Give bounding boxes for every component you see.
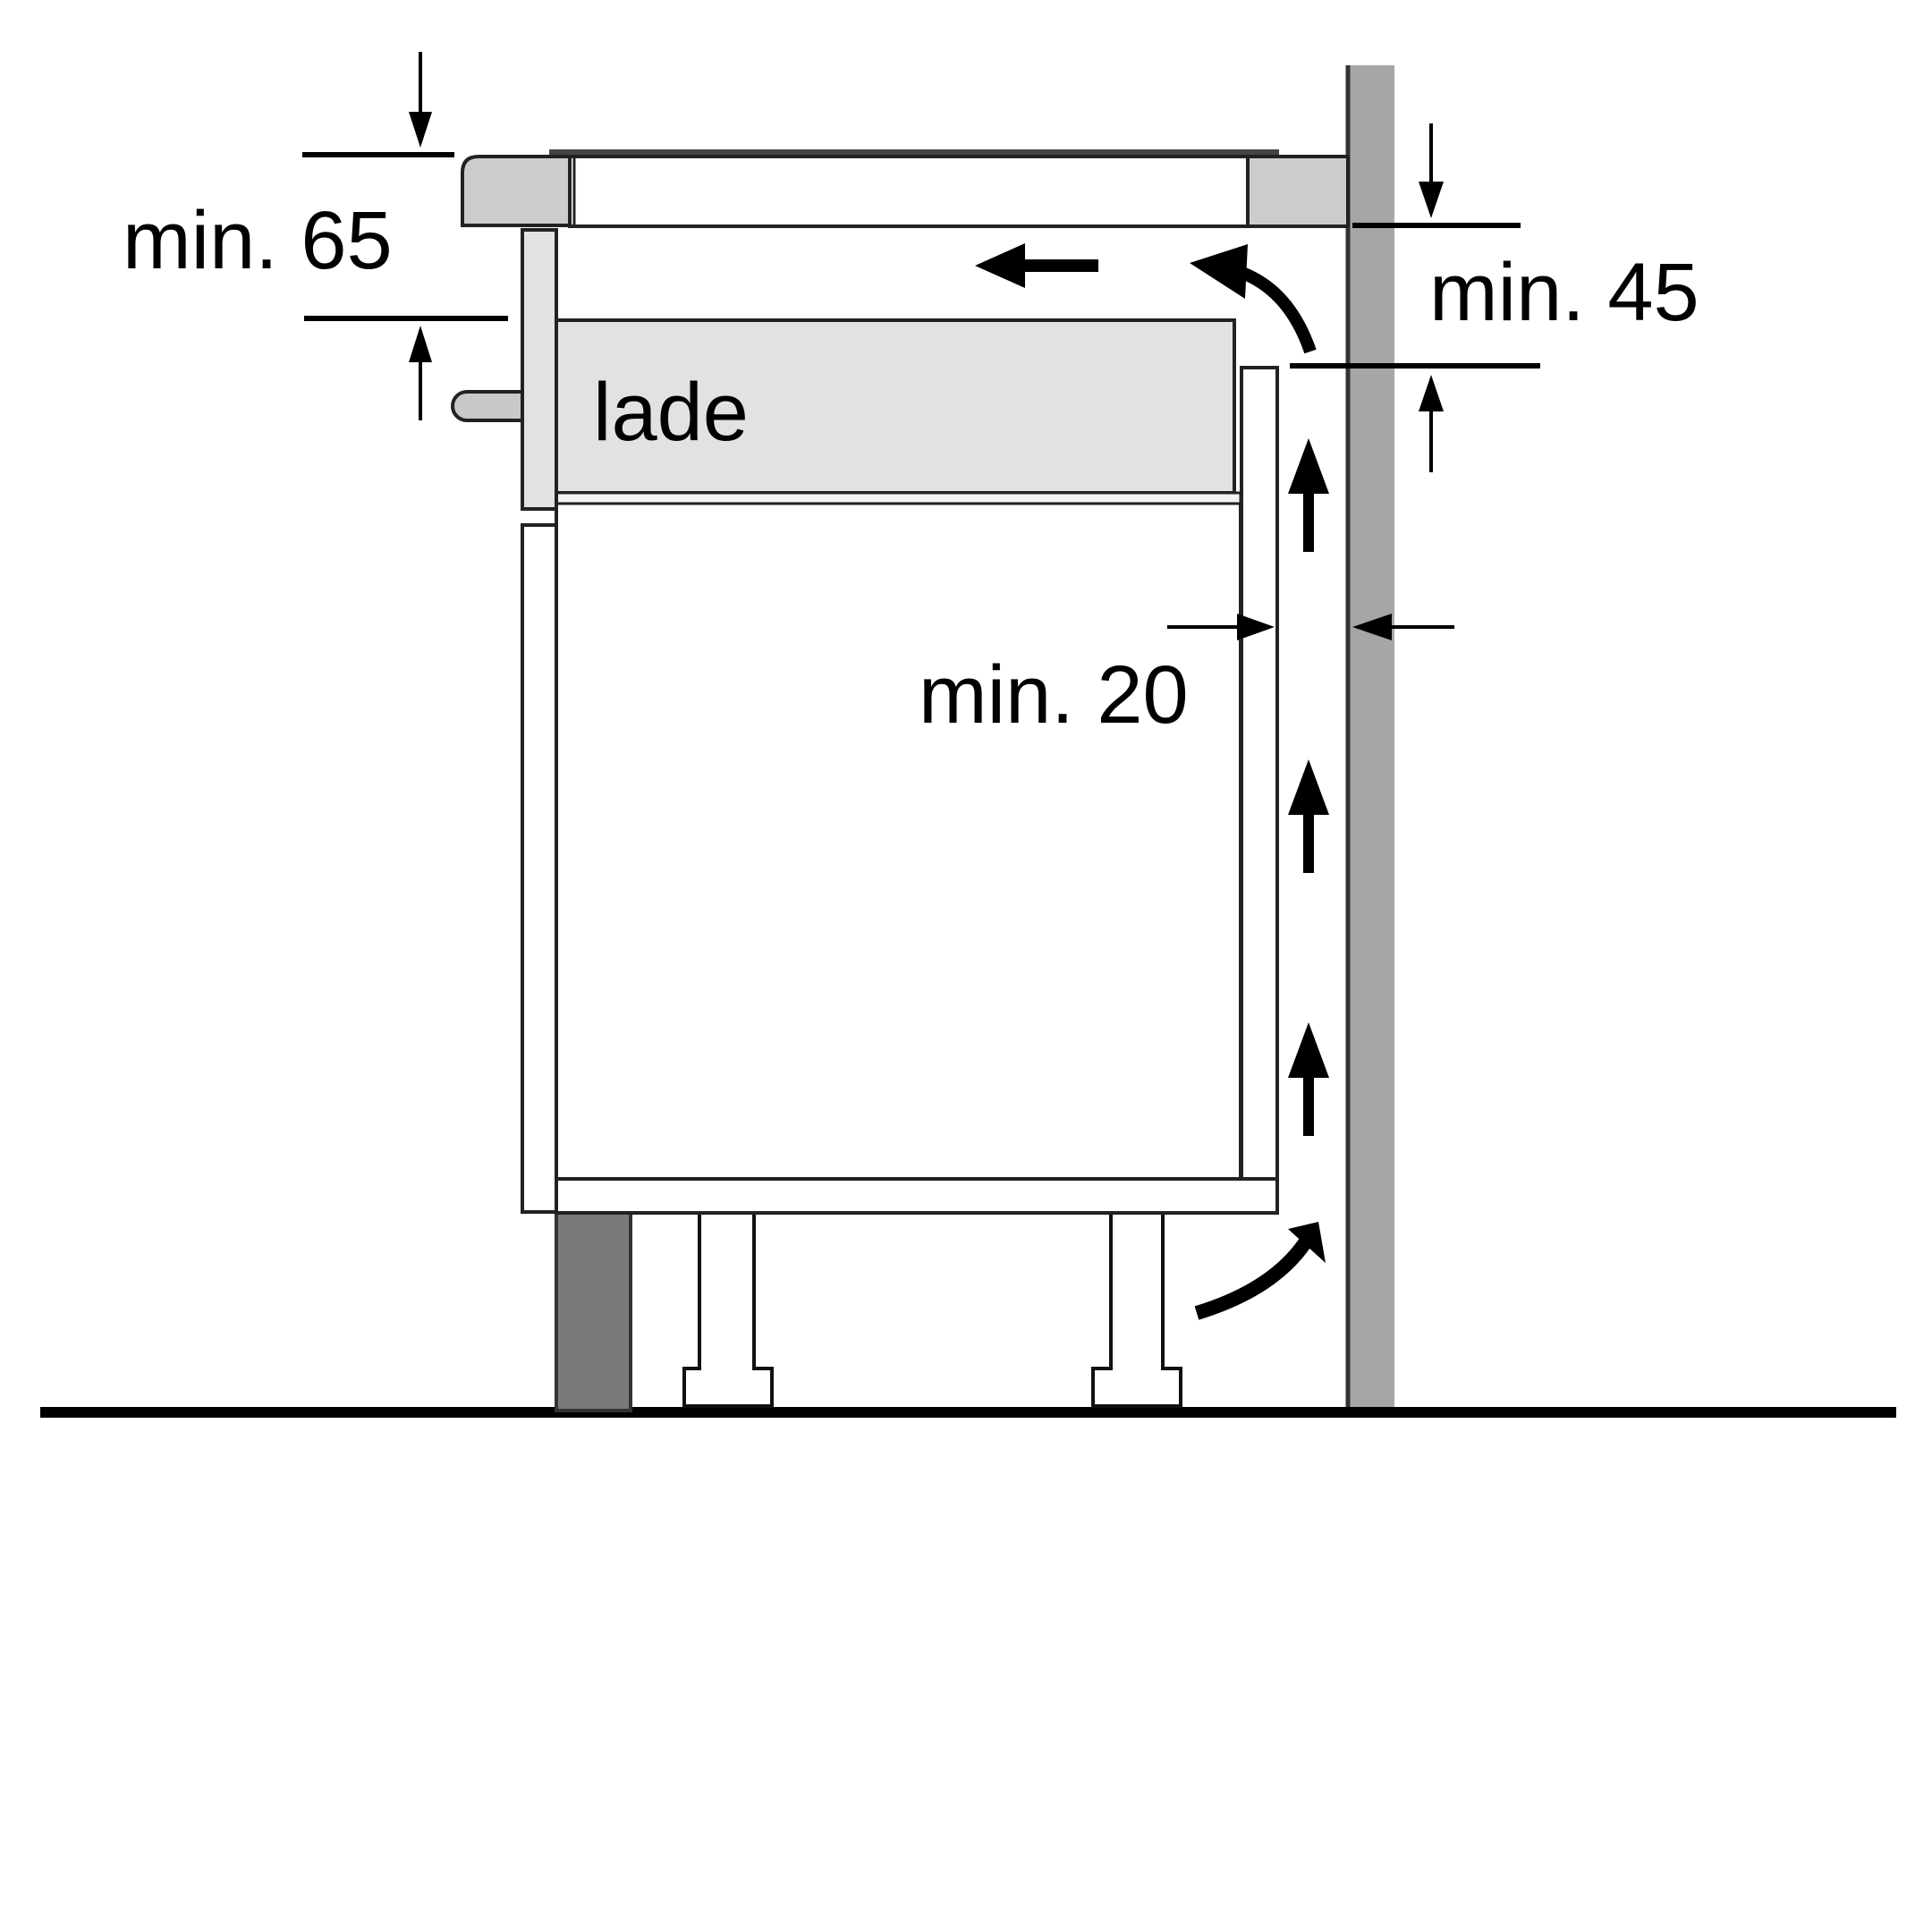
drawer: lade <box>555 318 1242 505</box>
airflow-up-arrow-upper <box>1288 438 1329 552</box>
dimension-label-min-65: min. 65 <box>123 195 393 286</box>
airflow-up-arrow-lower <box>1288 1022 1329 1136</box>
wall <box>1345 65 1394 1411</box>
drawer-knob <box>451 390 524 422</box>
dimension-label-min-45: min. 45 <box>1429 247 1699 338</box>
dimension-label-min-20: min. 20 <box>919 649 1189 741</box>
airflow-arrows <box>975 243 1329 1320</box>
cabinet-leg-left <box>682 1212 774 1408</box>
countertop-left <box>461 155 572 227</box>
plinth <box>555 1210 632 1412</box>
cabinet-door-front <box>521 523 558 1214</box>
airflow-curved-up-arrow <box>1194 1222 1326 1320</box>
cabinet-base-panel <box>555 1177 1279 1215</box>
airflow-left-arrow <box>975 243 1098 288</box>
drawer-front <box>521 228 558 511</box>
dimension-min-45: min. 45 <box>1290 123 1699 472</box>
cabinet-leg-right <box>1091 1212 1182 1408</box>
airflow-curved-left-arrow <box>1190 244 1317 354</box>
countertop-right <box>1246 155 1350 228</box>
cabinet-back-panel <box>1240 366 1279 1181</box>
airflow-up-arrow-middle <box>1288 759 1329 873</box>
drawer-label: lade <box>593 367 749 458</box>
dimension-min-20: min. 20 <box>919 614 1454 741</box>
dimension-min-65: min. 65 <box>123 52 508 420</box>
cabinet-body <box>555 501 1242 1181</box>
cooktop <box>549 149 1279 228</box>
